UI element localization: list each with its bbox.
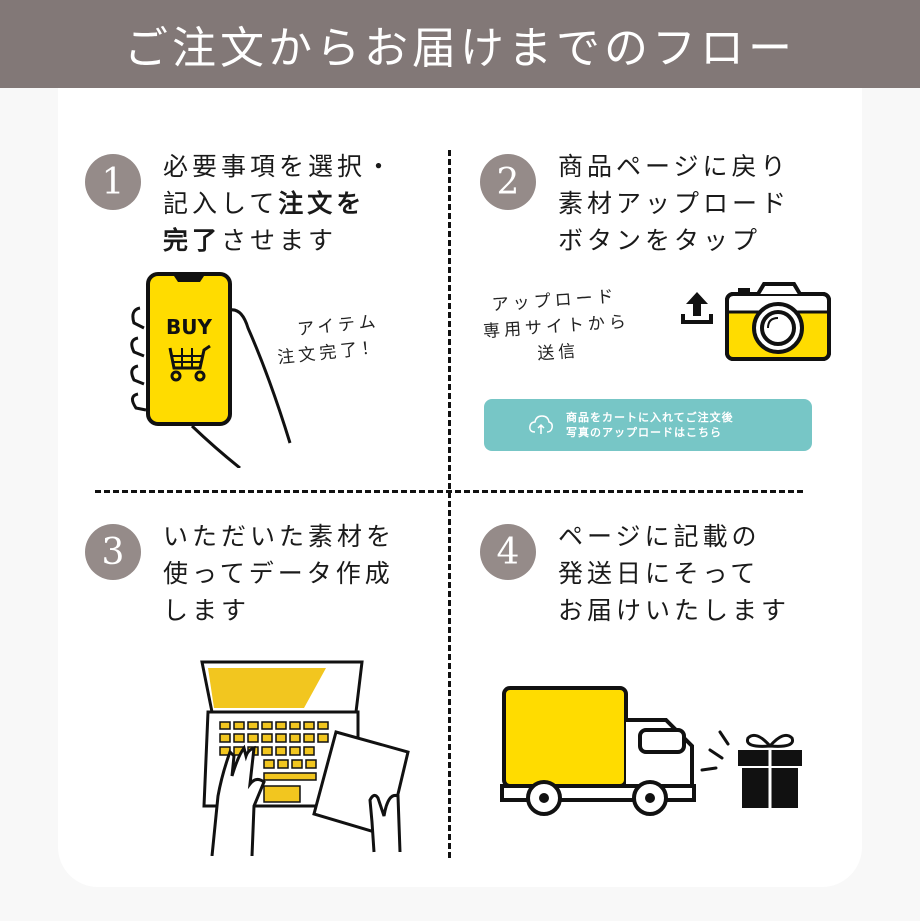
step-1: 1 必要事項を選択・ 記入して注文を 完了させます <box>85 148 395 259</box>
cloud-upload-icon <box>529 415 553 434</box>
svg-text:BUY: BUY <box>166 315 212 339</box>
page-title: ご注文からお届けまでのフロー <box>124 23 796 74</box>
step-2: 2 商品ページに戻り 素材アップロード ボタンをタップ <box>480 148 790 259</box>
gift-box-icon <box>738 733 802 808</box>
step-text: 必要事項を選択・ 記入して注文を 完了させます <box>163 152 396 255</box>
step-number-badge: 2 <box>480 154 536 210</box>
step-number-badge: 3 <box>85 524 141 580</box>
step-number-badge: 1 <box>85 154 141 210</box>
page-header: ご注文からお届けまでのフロー <box>0 0 920 88</box>
horizontal-divider <box>95 490 803 493</box>
photo-upload-button[interactable]: 商品をカートに入れてご注文後 写真のアップロードはこちら <box>484 399 812 451</box>
flow-card: 1 必要事項を選択・ 記入して注文を 完了させます BUY アイテム 注文完了！… <box>58 88 862 887</box>
vertical-divider <box>448 150 451 858</box>
phone-in-hand-icon: BUY <box>130 272 292 468</box>
laptop-typing-icon <box>200 660 410 856</box>
delivery-truck-icon <box>500 686 696 816</box>
step-text: ページに記載の 発送日にそって お届けいたします <box>558 522 791 625</box>
order-complete-note: アイテム 注文完了！ <box>276 311 384 369</box>
step-text: いただいた素材を 使ってデータ作成 します <box>163 522 396 625</box>
step-number-badge: 4 <box>480 524 536 580</box>
step-4: 4 ページに記載の 発送日にそって お届けいたします <box>480 518 790 629</box>
upload-site-note: アップロード 専用サイトから 送信 <box>482 286 631 365</box>
motion-lines-icon <box>700 730 730 772</box>
step-3: 3 いただいた素材を 使ってデータ作成 します <box>85 518 395 629</box>
camera-icon <box>725 282 831 361</box>
upload-arrow-icon <box>681 292 713 324</box>
step-text: 商品ページに戻り 素材アップロード ボタンをタップ <box>558 152 791 255</box>
